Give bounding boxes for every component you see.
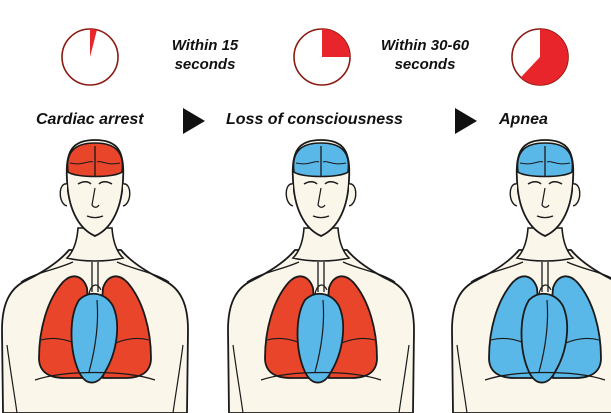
- stage-label-cardiac-arrest: Cardiac arrest: [36, 110, 144, 130]
- figure-apnea: [452, 140, 611, 413]
- interval-label-2-line1: Within 30-60: [362, 36, 488, 55]
- interval-label-1: Within 15 seconds: [150, 36, 260, 74]
- interval-label-2: Within 30-60 seconds: [362, 36, 488, 74]
- ear-right: [123, 184, 130, 206]
- ear-left: [286, 184, 293, 206]
- figure-loss-of-consciousness: [228, 140, 414, 413]
- interval-label-1-line2: seconds: [150, 55, 260, 74]
- ear-left: [60, 184, 67, 206]
- clock-icon-apnea: [512, 29, 568, 85]
- arrow-icon-1: [183, 108, 205, 134]
- ear-left: [510, 184, 517, 206]
- stage-label-apnea: Apnea: [499, 110, 548, 130]
- clock-icon-loss-of-consciousness: [294, 29, 350, 85]
- clock-elapsed-wedge: [322, 29, 350, 57]
- clock-icon-cardiac-arrest: [62, 29, 118, 85]
- stage-label-loss-of-consciousness: Loss of consciousness: [226, 110, 403, 130]
- interval-label-2-line2: seconds: [362, 55, 488, 74]
- ear-right: [573, 184, 580, 206]
- ear-right: [349, 184, 356, 206]
- figure-cardiac-arrest: [2, 140, 188, 413]
- arrow-icon-2: [455, 108, 477, 134]
- interval-label-1-line1: Within 15: [150, 36, 260, 55]
